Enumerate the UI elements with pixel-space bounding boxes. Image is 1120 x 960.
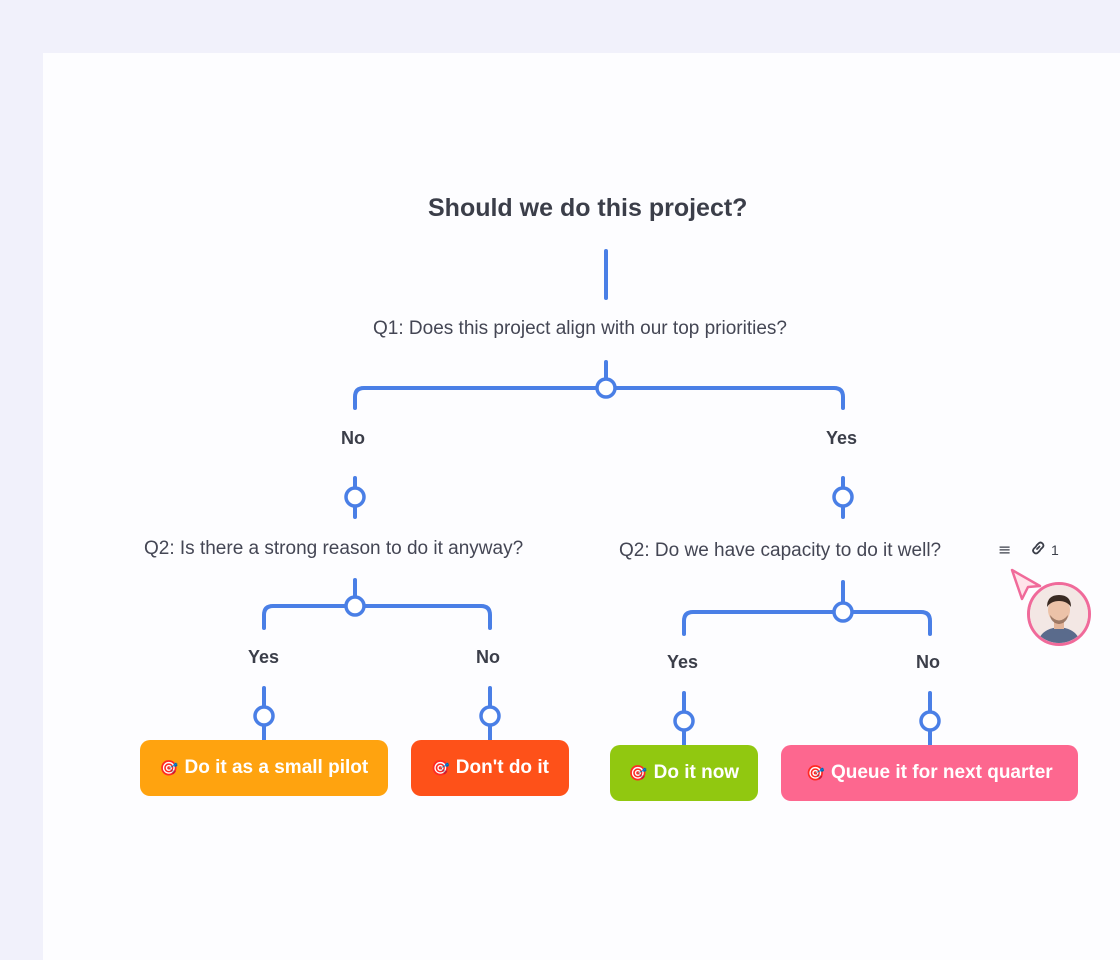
question-q1[interactable]: Q1: Does this project align with our top… — [373, 318, 787, 339]
diagram-title: Should we do this project? — [428, 194, 748, 222]
link-icon[interactable] — [1030, 540, 1046, 560]
branch-label-right-no: No — [916, 652, 940, 672]
target-icon: 🎯 — [628, 764, 648, 782]
branch-label-left-no: No — [476, 647, 500, 667]
outcome-queue-label: Queue it for next quarter — [830, 762, 1053, 783]
question-q2-left[interactable]: Q2: Is there a strong reason to do it an… — [144, 538, 524, 559]
outcome-pilot[interactable]: 🎯 Do it as a small pilot — [140, 740, 388, 796]
q2-left-split-line — [262, 604, 492, 630]
avatar[interactable] — [1027, 582, 1091, 646]
outcome-pilot-label: Do it as a small pilot — [184, 757, 369, 778]
branch-label-right-yes: Yes — [667, 652, 699, 672]
branch-label-no: No — [341, 428, 365, 448]
now-node — [673, 710, 695, 732]
q2-right-split-line — [682, 610, 932, 636]
queue-node — [919, 710, 941, 732]
branch-label-left-yes: Yes — [248, 647, 280, 667]
outcome-dont[interactable]: 🎯 Don't do it — [411, 740, 569, 796]
q1-node — [595, 377, 617, 399]
avatar-portrait — [1030, 585, 1088, 643]
target-icon: 🎯 — [431, 759, 450, 777]
q2-left-node — [344, 595, 366, 617]
outcome-now[interactable]: 🎯 Do it now — [610, 745, 758, 801]
no-node — [344, 486, 366, 508]
link-count: 1 — [1051, 542, 1059, 558]
target-icon: 🎯 — [806, 764, 825, 782]
outcome-dont-label: Don't do it — [455, 757, 549, 778]
question-q2-right[interactable]: Q2: Do we have capacity to do it well? — [619, 540, 942, 561]
outcome-now-label: Do it now — [653, 762, 740, 783]
outcome-queue[interactable]: 🎯 Queue it for next quarter — [781, 745, 1078, 801]
cursor-icon — [1010, 568, 1042, 601]
link-icon-glyph — [1032, 541, 1045, 555]
pilot-node — [253, 705, 275, 727]
branch-label-yes: Yes — [826, 428, 858, 448]
q2-right-node — [832, 601, 854, 623]
notes-icon[interactable]: ≡ — [998, 540, 1012, 559]
yes-node — [832, 486, 854, 508]
whiteboard-canvas — [43, 53, 1120, 960]
dont-node — [479, 705, 501, 727]
target-icon: 🎯 — [159, 759, 179, 777]
